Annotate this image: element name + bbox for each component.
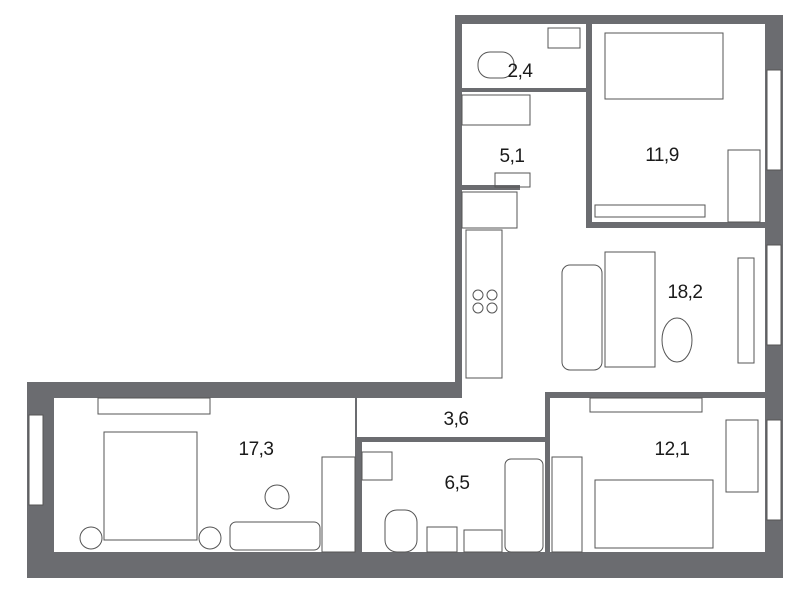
window <box>766 244 782 346</box>
wardrobe-icon <box>321 456 356 553</box>
window <box>766 69 782 171</box>
hall-opening <box>462 380 545 400</box>
sink-icon <box>547 27 581 49</box>
washer-icon <box>426 526 458 553</box>
desk-icon <box>727 149 761 223</box>
room-area-label: 3,6 <box>443 409 469 430</box>
bed-icon <box>594 479 714 549</box>
shoe-cabinet-icon <box>494 172 531 188</box>
lower-interior <box>54 398 765 552</box>
kitchen-counter-icon <box>465 229 503 379</box>
furniture <box>79 27 761 553</box>
room-area-label: 2,4 <box>507 61 533 82</box>
room-area-label: 11,9 <box>645 145 679 166</box>
table-icon <box>264 484 290 510</box>
upper-interior <box>462 24 765 392</box>
room-area-label: 18,2 <box>667 282 703 303</box>
room-area-label: 5,1 <box>499 146 525 167</box>
interior-walls <box>355 24 765 552</box>
toilet-icon <box>477 51 515 79</box>
window <box>766 419 782 521</box>
wardrobe-icon <box>551 456 583 553</box>
desk-icon <box>725 419 759 493</box>
room-area-label: 12,1 <box>654 439 690 460</box>
windows <box>28 69 782 521</box>
sofa-icon <box>604 251 656 368</box>
toilet-icon <box>384 509 418 553</box>
bed-icon <box>604 32 724 100</box>
tv-stand-icon <box>97 397 211 415</box>
dresser-icon <box>229 521 321 551</box>
window <box>28 414 44 506</box>
fridge-icon <box>461 191 518 229</box>
sink-icon <box>463 529 503 553</box>
dining-table-icon <box>561 264 603 371</box>
tv-stand-icon <box>589 397 703 413</box>
sink-icon <box>361 451 393 481</box>
rug-icon <box>661 317 693 363</box>
room-area-label: 17,3 <box>238 439 274 460</box>
tv-stand-icon <box>594 204 706 218</box>
bathtub-icon <box>504 458 544 553</box>
room-area-label: 6,5 <box>444 473 470 494</box>
tv-unit-icon <box>737 257 755 364</box>
double-bed-icon <box>103 431 198 541</box>
wardrobe-icon <box>461 94 531 126</box>
